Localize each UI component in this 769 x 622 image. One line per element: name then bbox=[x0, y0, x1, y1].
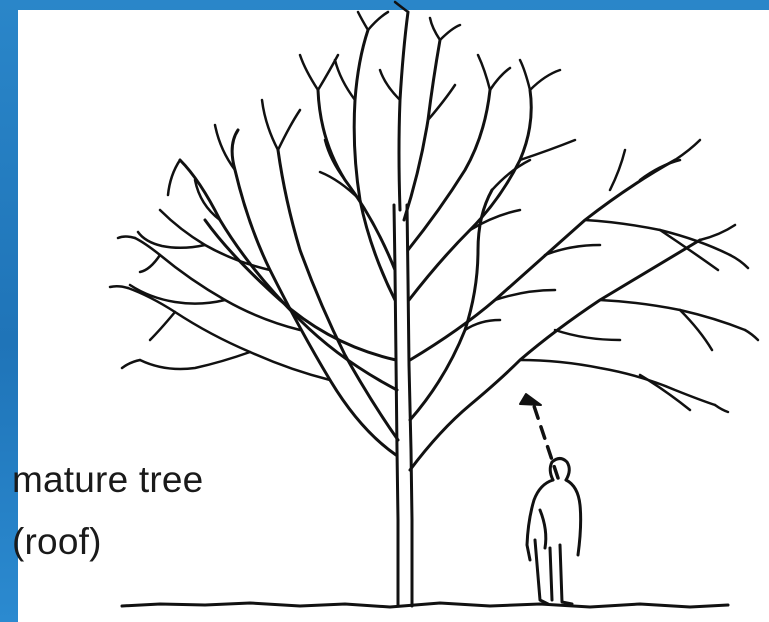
person-silhouette-icon bbox=[527, 459, 581, 605]
tree-trunk bbox=[394, 205, 412, 606]
ground-line bbox=[122, 603, 728, 607]
dashed-arrow-icon bbox=[520, 394, 558, 478]
tree-main-limbs bbox=[180, 12, 700, 470]
caption-line-2: (roof) bbox=[12, 523, 102, 560]
tree-crown-branches bbox=[110, 2, 758, 412]
caption-line-1: mature tree bbox=[12, 461, 203, 498]
